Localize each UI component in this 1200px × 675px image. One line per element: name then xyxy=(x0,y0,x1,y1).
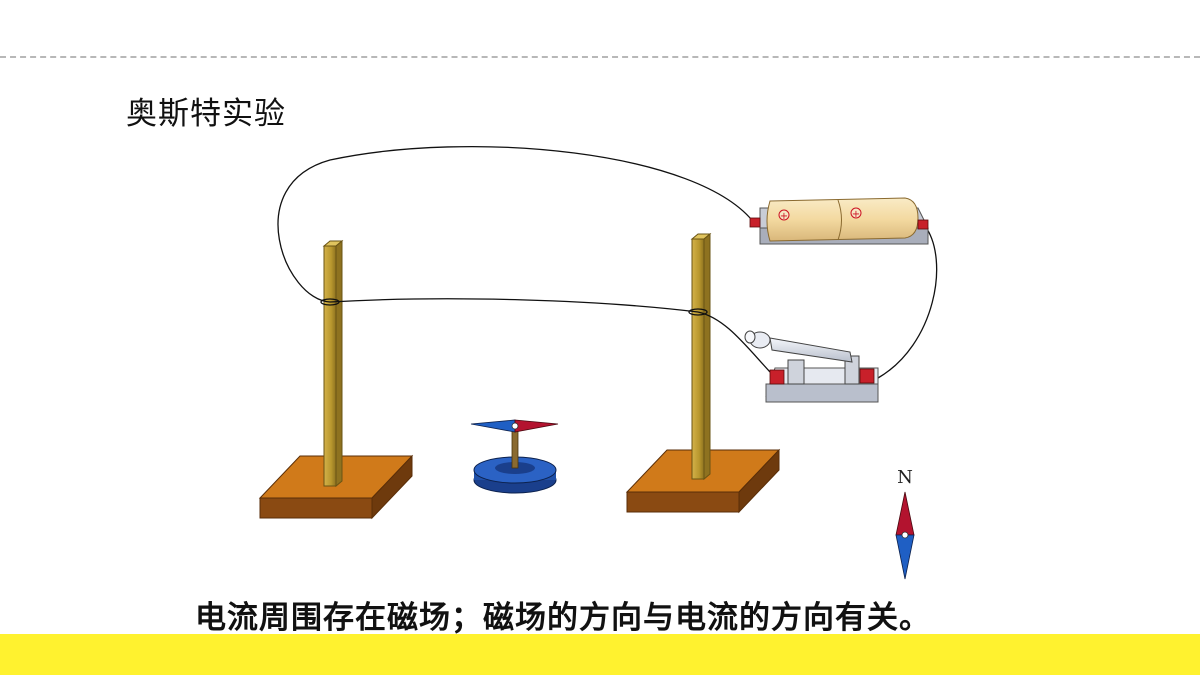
knife-switch-icon xyxy=(744,330,879,403)
magnetic-needle-icon xyxy=(470,419,559,494)
top-dashed-rule xyxy=(0,56,1200,58)
circuit-wires xyxy=(277,146,938,379)
left-wooden-stand xyxy=(258,239,414,520)
bottom-yellow-bar xyxy=(0,634,1200,675)
svg-text:+: + xyxy=(852,209,860,220)
battery-icon: + + xyxy=(749,197,929,245)
north-label: N xyxy=(897,467,913,488)
north-arrow-icon: N xyxy=(895,467,915,580)
svg-text:+: + xyxy=(780,211,788,222)
slide-title: 奥斯特实验 xyxy=(126,96,286,132)
slide-caption: 电流周围存在磁场；磁场的方向与电流的方向有关。 xyxy=(195,600,931,636)
right-wooden-stand xyxy=(625,232,781,514)
